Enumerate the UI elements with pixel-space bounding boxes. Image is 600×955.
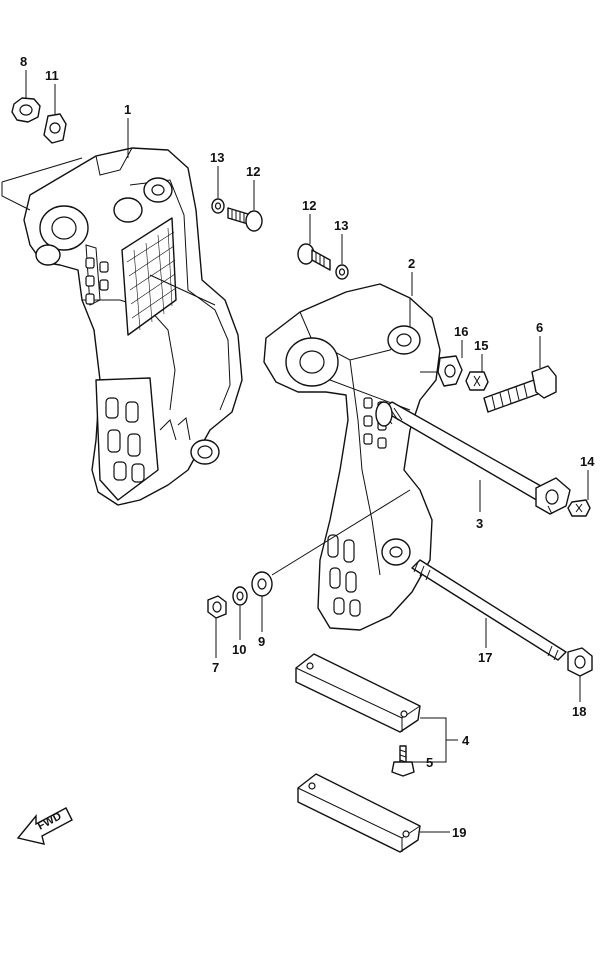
label-8: 8 — [20, 54, 27, 69]
part-15-screw — [465, 371, 489, 391]
part-10-washer — [232, 586, 248, 606]
label-2: 2 — [408, 256, 415, 271]
part-5-screw — [391, 745, 415, 777]
part-9-washer — [251, 571, 273, 597]
label-1: 1 — [124, 102, 131, 117]
label-14: 14 — [580, 454, 595, 469]
part-17-rod — [411, 559, 567, 661]
part-11-plate — [43, 113, 67, 144]
part-6-bolt — [483, 365, 557, 413]
label-17: 17 — [478, 650, 492, 665]
label-7: 7 — [212, 660, 219, 675]
part-13-washer-upper — [211, 198, 225, 214]
fwd-arrow: FWD — [16, 807, 73, 845]
part-16-clip — [420, 355, 463, 387]
label-9: 9 — [258, 634, 265, 649]
label-11: 11 — [45, 68, 59, 83]
part-12-bolt-lower — [297, 243, 331, 271]
part-2-swivel-bracket — [263, 283, 441, 631]
part-19-strip-lower — [297, 773, 421, 853]
part-3-tilt-tube — [375, 401, 571, 515]
part-13-washer-lower — [335, 264, 349, 280]
part-18-nut — [567, 647, 593, 677]
label-4: 4 — [462, 733, 470, 748]
label-13-lower: 13 — [334, 218, 348, 233]
part-labels: 8 11 1 13 12 12 13 2 16 15 6 14 3 17 18 … — [20, 54, 595, 840]
part-1-clamp-bracket — [1, 147, 243, 506]
label-13-upper: 13 — [210, 150, 224, 165]
label-12-lower: 12 — [302, 198, 316, 213]
part-12-bolt-upper — [227, 207, 263, 232]
label-15: 15 — [474, 338, 488, 353]
part-7-nut — [207, 595, 227, 619]
label-5: 5 — [426, 755, 433, 770]
label-18: 18 — [572, 704, 586, 719]
label-19: 19 — [452, 825, 466, 840]
label-12-upper: 12 — [246, 164, 260, 179]
part-8-nut — [11, 97, 41, 123]
label-10: 10 — [232, 642, 246, 657]
label-6: 6 — [536, 320, 543, 335]
label-3: 3 — [476, 516, 483, 531]
part-14-bolt — [567, 499, 591, 517]
leader-lines — [25, 70, 589, 833]
label-16: 16 — [454, 324, 468, 339]
part-4-strip-upper — [295, 653, 421, 733]
